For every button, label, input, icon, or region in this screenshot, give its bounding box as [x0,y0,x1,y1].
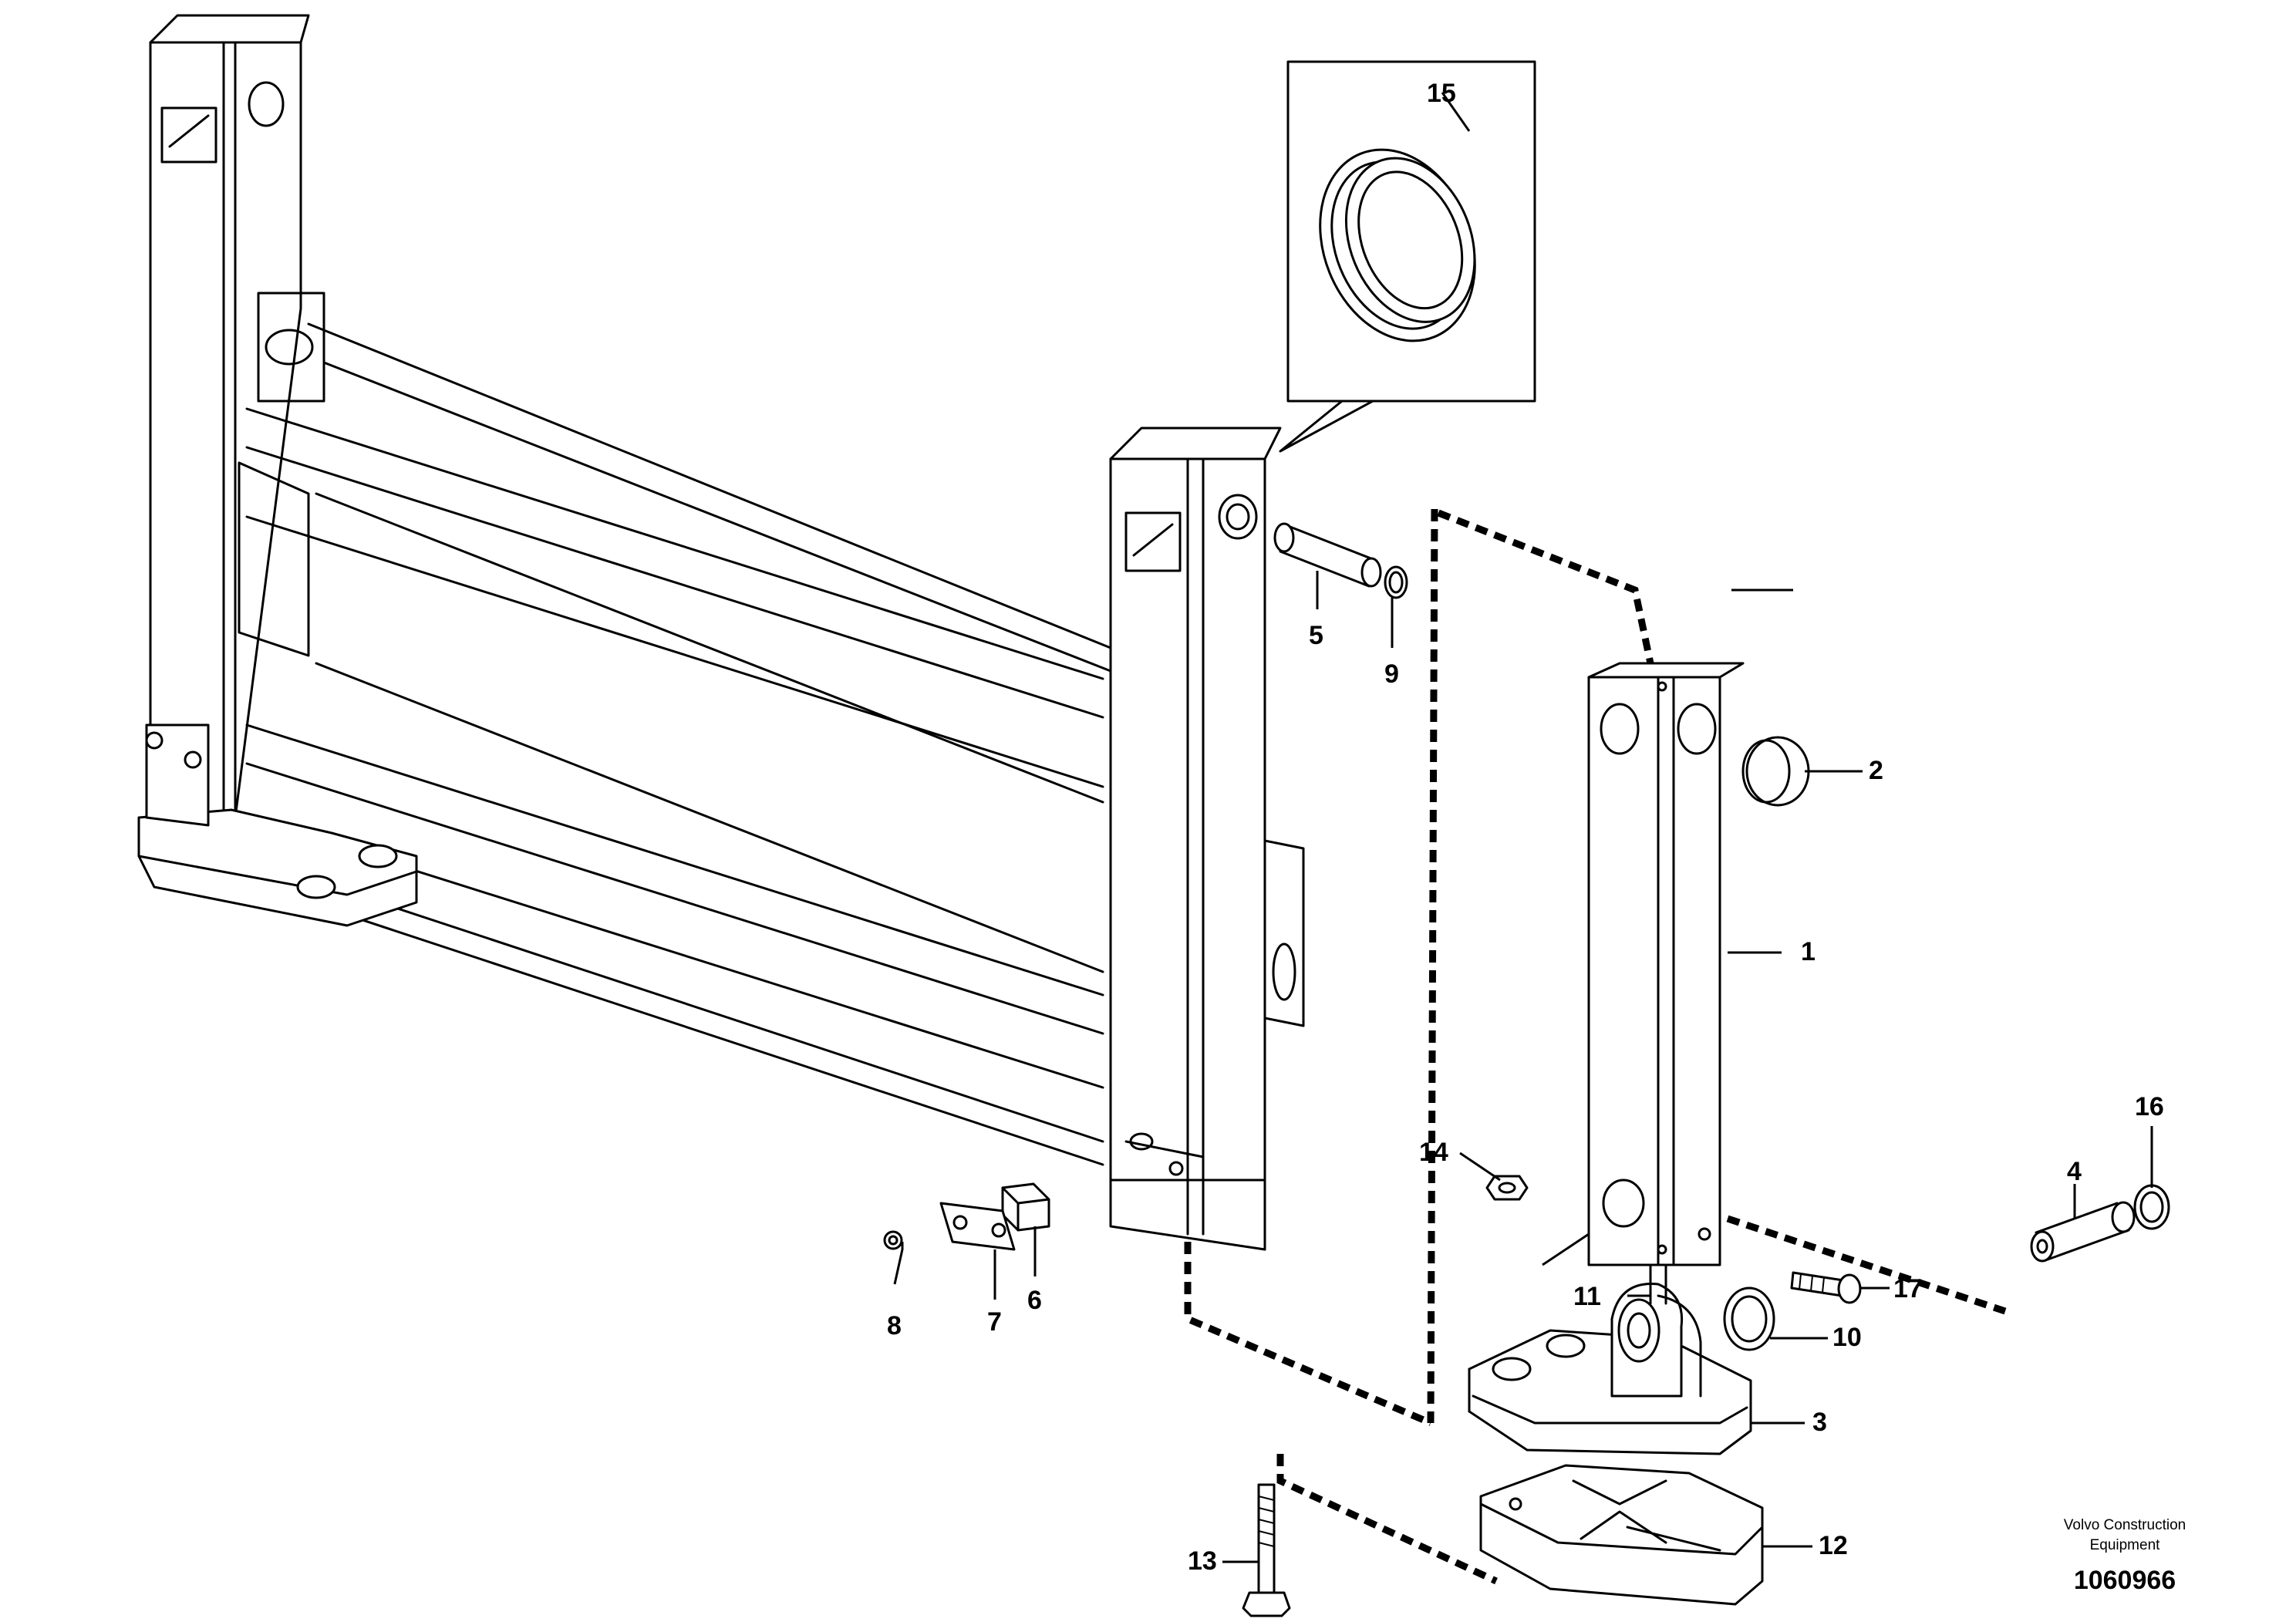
part-4-pin [2030,1201,2136,1263]
callout-6: 6 [1027,1286,1042,1315]
callout-1: 1 [1801,937,1816,966]
callout-4: 4 [2067,1157,2082,1186]
frame-assembly [137,14,1305,1251]
part-11-shaft [1649,1263,1667,1305]
part-14-nut [1485,1175,1529,1201]
callout-15: 15 [1427,79,1456,108]
assembly-dash-lines [1184,508,2007,1585]
document-number: 1060966 [2074,1566,2176,1595]
callout-11: 11 [1573,1282,1601,1311]
part-13-bolt [1242,1483,1291,1617]
part-3-foot [1468,1283,1752,1455]
callout-7: 7 [987,1307,1002,1337]
leader-lines [893,92,2153,1563]
part-6-block [1001,1182,1050,1232]
part-16-ring [2133,1184,2170,1230]
callout-17: 17 [1893,1274,1923,1303]
part-7-plate [939,1202,1016,1251]
callout-16: 16 [2135,1092,2164,1121]
part-15-inset [1279,60,1536,453]
part-12-pad [1479,1464,1764,1606]
credit-block: Volvo Construction Equipment 1060966 [2064,1517,2186,1595]
part-17-screw [1790,1271,1862,1304]
callout-12: 12 [1819,1531,1848,1560]
callout-13: 13 [1188,1546,1217,1576]
callout-10: 10 [1832,1323,1862,1352]
part-10-ring [1723,1286,1775,1351]
callout-8: 8 [887,1311,902,1340]
callout-5: 5 [1309,621,1323,650]
credit-line-1: Volvo Construction [2064,1517,2186,1533]
callout-9: 9 [1384,659,1399,689]
part-5-pin [1273,522,1382,588]
callout-3: 3 [1812,1408,1827,1437]
part-2-cap [1741,736,1810,807]
callout-labels: 1 2 3 4 5 6 7 8 9 10 11 12 13 14 15 16 1… [887,79,2164,1576]
part-8-nut [883,1230,903,1250]
part-1-leg [1587,662,1745,1266]
part-9-ring [1384,565,1408,599]
callout-2: 2 [1869,756,1883,785]
credit-line-2: Equipment [2090,1537,2161,1553]
callout-14: 14 [1419,1138,1448,1167]
